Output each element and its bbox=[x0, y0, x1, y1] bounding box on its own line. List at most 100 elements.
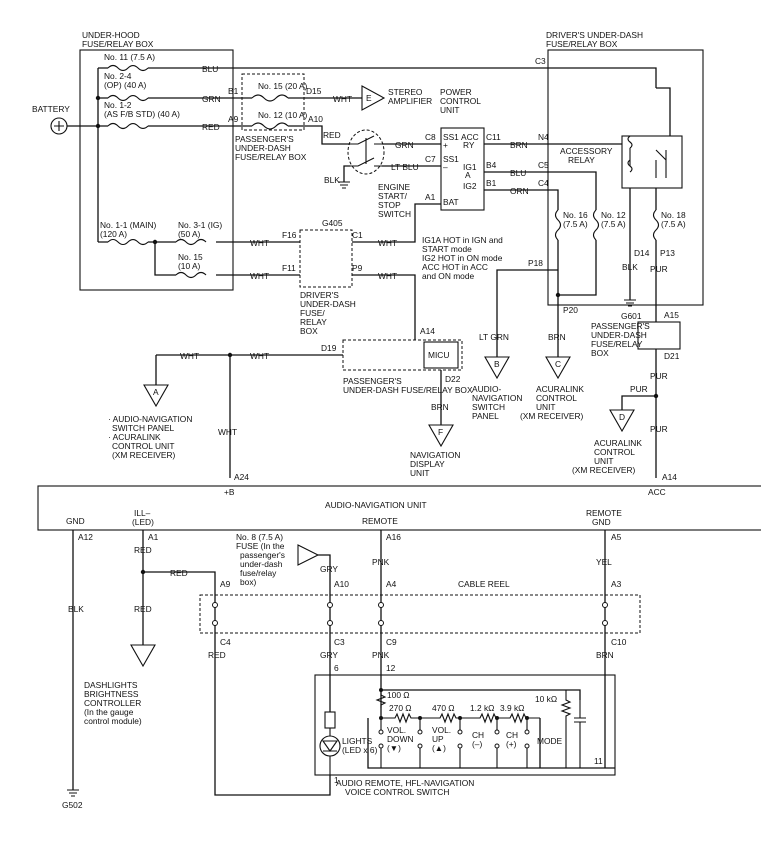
fuse-3-1-icon bbox=[175, 238, 207, 246]
r10k-label: 10 kΩ bbox=[535, 694, 557, 704]
fuse-2-4-icon bbox=[107, 94, 149, 102]
ground-g502-icon bbox=[67, 789, 79, 797]
led-lights-icon[interactable] bbox=[319, 735, 341, 757]
dimmer-label-5: control module) bbox=[84, 716, 142, 726]
audio-navigation-unit bbox=[37, 485, 761, 531]
volup-3: (▲) bbox=[432, 743, 446, 753]
fuse-11-label: No. 11 (7.5 A) bbox=[104, 52, 155, 62]
pin-d19: D19 bbox=[321, 343, 337, 353]
pin-d21: D21 bbox=[664, 351, 680, 361]
pass-upper-title-3: FUSE/RELAY BOX bbox=[235, 152, 307, 162]
audio-ill-1: ILL– bbox=[134, 508, 151, 518]
pin-c1: C1 bbox=[352, 230, 363, 240]
dimmer-label-1: DASHLIGHTS bbox=[84, 680, 138, 690]
fuse-d18-label-1: No. 18 bbox=[661, 210, 686, 220]
wire-blk-g405: BLK bbox=[324, 175, 340, 185]
audio-remote-gnd-2: GND bbox=[592, 517, 611, 527]
fuse-15-label-2: (10 A) bbox=[178, 261, 201, 271]
connector-c-3: UNIT bbox=[536, 402, 556, 412]
pin-c8: C8 bbox=[425, 132, 436, 142]
fuse-d12-icon bbox=[592, 209, 600, 241]
accessory-relay bbox=[621, 135, 683, 189]
fuse-d12-label-2: (7.5 A) bbox=[601, 219, 626, 229]
driver-top-title-1: DRIVER'S UNDER-DASH bbox=[546, 30, 643, 40]
battery-label: BATTERY bbox=[32, 104, 70, 114]
pin-a5: A5 bbox=[611, 532, 622, 542]
connector-b-3: SWITCH bbox=[472, 402, 505, 412]
relay-label-2: RELAY bbox=[568, 155, 595, 165]
voldown-2: DOWN bbox=[387, 734, 414, 744]
ig-note-2: START mode bbox=[422, 244, 472, 254]
fuse-15-label-1: No. 15 bbox=[178, 252, 203, 262]
pin-d14: D14 bbox=[634, 248, 650, 258]
driver-under-dash-box-top bbox=[547, 49, 704, 306]
audio-remote-switch bbox=[314, 674, 616, 776]
resistor-100-icon bbox=[375, 690, 387, 708]
wire-grn-ss: GRN bbox=[395, 140, 414, 150]
pin-c5: C5 bbox=[538, 160, 549, 170]
pin-a12: A12 bbox=[78, 532, 93, 542]
pin-a14-micu: A14 bbox=[420, 326, 435, 336]
pin-a4-reel: A4 bbox=[386, 579, 397, 589]
pass-upper-title-1: PASSENGER'S bbox=[235, 134, 294, 144]
fuse-1-2-label-2: (AS F/B STD) (40 A) bbox=[104, 109, 180, 119]
connector-f-icon bbox=[428, 424, 454, 448]
pcu-ss1m-1: SS1 bbox=[443, 154, 459, 164]
engine-switch-icon[interactable] bbox=[347, 129, 385, 175]
pin-d22: D22 bbox=[445, 374, 461, 384]
wire-blk-g601: BLK bbox=[622, 262, 638, 272]
lights-label-1: LIGHTS bbox=[342, 736, 373, 746]
connector-d-1: ACURALINK bbox=[594, 438, 642, 448]
connector-c-1: ACURALINK bbox=[536, 384, 584, 394]
pin-6: 6 bbox=[334, 663, 339, 673]
pin-a14-audio: A14 bbox=[662, 472, 677, 482]
wire-wht-b-plus: WHT bbox=[218, 427, 237, 437]
connector-e-icon bbox=[361, 85, 386, 111]
wire-wht-stereo: WHT bbox=[333, 94, 352, 104]
wire-red-label: RED bbox=[202, 122, 220, 132]
wire-red-c4: RED bbox=[208, 650, 226, 660]
connector-d-4: (XM RECEIVER) bbox=[572, 465, 635, 475]
fuse-8-label-5: fuse/relay bbox=[240, 568, 277, 578]
connector-b-letter: B bbox=[494, 359, 500, 369]
pcu-acc-1: ACC bbox=[461, 132, 479, 142]
pin-c7: C7 bbox=[425, 154, 436, 164]
power-control-unit bbox=[440, 127, 485, 211]
fuse-d18-icon bbox=[652, 209, 660, 241]
ig-note-1: IG1A HOT in IGN and bbox=[422, 235, 503, 245]
pin-c10-reel: C10 bbox=[611, 637, 627, 647]
wire-pnk-a16: PNK bbox=[372, 557, 390, 567]
pin-b1: B1 bbox=[228, 86, 239, 96]
stereo-amp-2: AMPLIFIER bbox=[388, 96, 432, 106]
connector-a-4: CONTROL UNIT bbox=[112, 441, 175, 451]
fuse-8-label-1: No. 8 (7.5 A) bbox=[236, 532, 283, 542]
connector-f-letter: F bbox=[438, 427, 443, 437]
pin-b1-pcu: B1 bbox=[486, 178, 497, 188]
switch-title-2: VOICE CONTROL SWITCH bbox=[345, 787, 449, 797]
wire-pur-2: PUR bbox=[650, 371, 668, 381]
volup-2: UP bbox=[432, 734, 444, 744]
pin-c3: C3 bbox=[535, 56, 546, 66]
pass-right-title-1: PASSENGER'S bbox=[591, 321, 650, 331]
ground-g601-icon bbox=[624, 299, 636, 307]
fuse-1-1-label-1: No. 1-1 (MAIN) bbox=[100, 220, 157, 230]
wire-blk-g502: BLK bbox=[68, 604, 84, 614]
under-hood-title-2: FUSE/RELAY BOX bbox=[82, 39, 154, 49]
audio-acc: ACC bbox=[648, 487, 666, 497]
dimmer-label-2: BRIGHTNESS bbox=[84, 689, 139, 699]
wire-red-ill: RED bbox=[134, 545, 152, 555]
driver-mid-title-5: BOX bbox=[300, 326, 318, 336]
engine-switch-3: STOP bbox=[378, 200, 401, 210]
pcu-ss1p-1: SS1 bbox=[443, 132, 459, 142]
wire-ltgrn: LT GRN bbox=[479, 332, 509, 342]
fuse-d16-icon bbox=[554, 209, 562, 241]
pin-p13: P13 bbox=[660, 248, 675, 258]
pass-right-title-4: BOX bbox=[591, 348, 609, 358]
wire-ltblu-ss: LT BLU bbox=[391, 162, 419, 172]
dimmer-label-3: CONTROLLER bbox=[84, 698, 141, 708]
r470-label: 470 Ω bbox=[432, 703, 455, 713]
wire-brn-f: BRN bbox=[431, 402, 449, 412]
fuse-8-label-6: box) bbox=[240, 577, 257, 587]
pcu-ss1m-2: – bbox=[443, 162, 448, 172]
engine-switch-2: START/ bbox=[378, 191, 408, 201]
